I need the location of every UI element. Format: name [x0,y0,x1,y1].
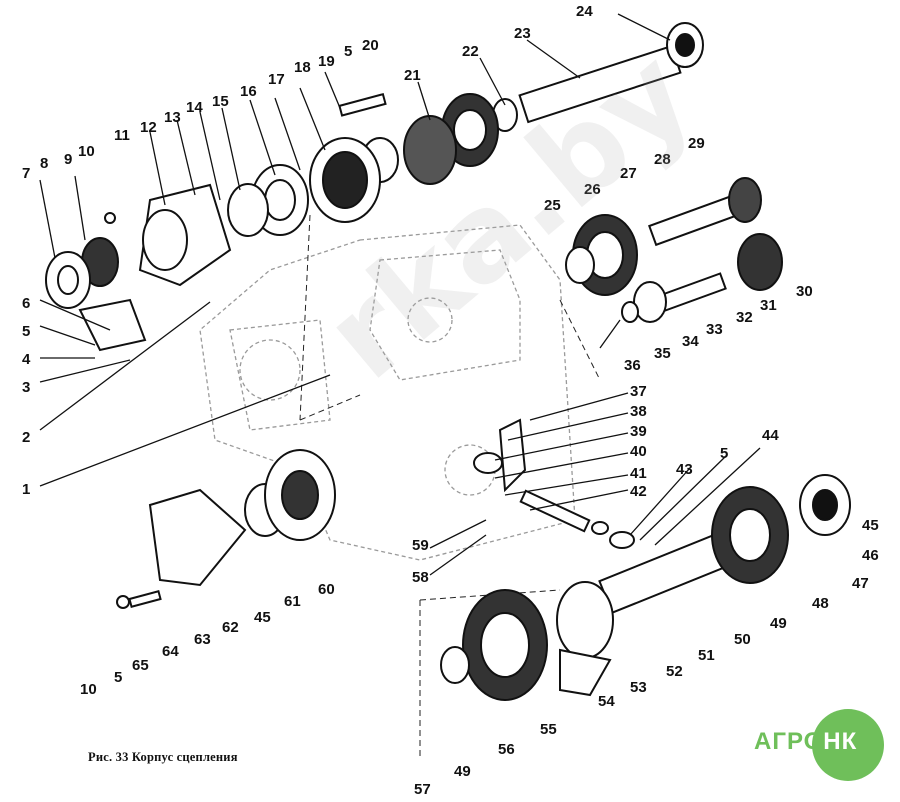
callout-30: 30 [796,283,813,300]
callout-27: 27 [620,165,637,182]
callout-13: 13 [164,109,181,126]
callout-54: 54 [598,693,615,710]
callout-40: 40 [630,443,647,460]
callout-28: 28 [654,151,671,168]
callout-12: 12 [140,119,157,136]
callout-3: 3 [22,379,30,396]
callout-41: 41 [630,465,647,482]
callout-14: 14 [186,99,203,116]
callout-31: 31 [760,297,777,314]
callout-15: 15 [212,93,229,110]
clutch-basket-group [227,92,387,237]
callout-37: 37 [630,383,647,400]
callout-38: 38 [630,403,647,420]
logo-right-text: НК [823,728,858,755]
callout-59: 59 [412,537,429,554]
callout-63: 63 [194,631,211,648]
callout-53: 53 [630,679,647,696]
shift-lever-group [473,418,635,549]
callout-1: 1 [22,481,30,498]
callout-44: 44 [762,427,779,444]
callout-65: 65 [132,657,149,674]
callout-52: 52 [666,663,683,680]
callout-2: 2 [22,429,30,446]
output-shaft-group [440,474,851,701]
callout-18: 18 [294,59,311,76]
callout-23: 23 [514,25,531,42]
callout-9: 9 [64,151,72,168]
callout-48: 48 [812,595,829,612]
callout-62: 62 [222,619,239,636]
callout-58: 58 [412,569,429,586]
left-cover-group [45,183,232,352]
callout-5-bottom: 5 [114,669,122,686]
callout-49-bottom: 49 [454,763,471,780]
callout-20: 20 [362,37,379,54]
figure-caption: Рис. 33 Корпус сцепления [88,750,238,764]
callout-11: 11 [114,127,130,144]
bottom-cover-group [116,449,336,609]
callout-50: 50 [734,631,751,648]
callout-56: 56 [498,741,515,758]
logo: АГРОНК [754,728,857,756]
callout-25: 25 [544,197,561,214]
callout-51: 51 [698,647,715,664]
callout-64: 64 [162,643,179,660]
callout-46: 46 [862,547,879,564]
callout-55: 55 [540,721,557,738]
callout-26: 26 [584,181,601,198]
callout-32: 32 [736,309,753,326]
callout-17: 17 [268,71,285,88]
callout-4: 4 [22,351,31,368]
callout-24: 24 [576,3,593,20]
callout-16: 16 [240,83,257,100]
callout-47: 47 [852,575,869,592]
callout-leaders [39,13,761,576]
callout-labels: 24 23 22 21 19 5 20 18 17 16 15 14 13 12… [22,3,879,798]
callout-33: 33 [706,321,723,338]
callout-6: 6 [22,295,30,312]
callout-19: 19 [318,53,335,70]
callout-49: 49 [770,615,787,632]
callout-10-bottom: 10 [80,681,97,698]
callout-29: 29 [688,135,705,152]
callout-39: 39 [630,423,647,440]
callout-21: 21 [404,67,421,84]
callout-45-left: 45 [254,609,271,626]
callout-43: 43 [676,461,693,478]
callout-61: 61 [284,593,301,610]
main-shaft-group [361,22,704,185]
logo-left-text: АГРО [754,728,824,755]
callout-57: 57 [414,781,431,798]
callout-5-right: 5 [720,445,728,462]
callout-42: 42 [630,483,647,500]
logo-badge [812,709,884,781]
callout-35: 35 [654,345,671,362]
countershaft-gears [565,177,783,323]
callout-34: 34 [682,333,699,350]
callout-5-left: 5 [22,323,30,340]
callout-22: 22 [462,43,479,60]
callout-45: 45 [862,517,879,534]
callout-8: 8 [40,155,48,172]
callout-5: 5 [344,43,352,60]
callout-60: 60 [318,581,335,598]
callout-7: 7 [22,165,30,182]
callout-10: 10 [78,143,95,160]
callout-36: 36 [624,357,641,374]
